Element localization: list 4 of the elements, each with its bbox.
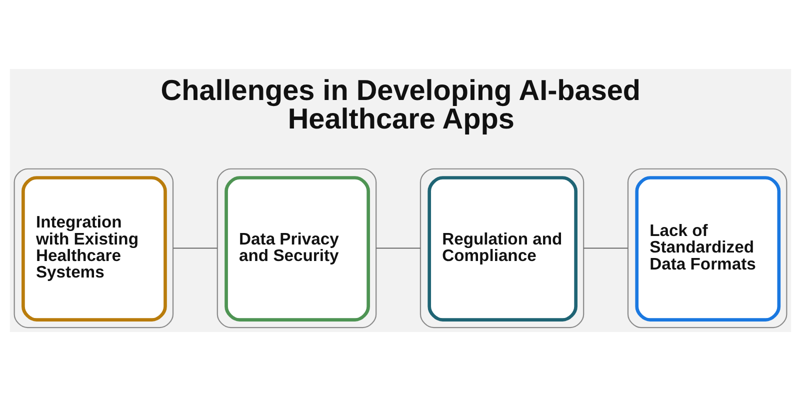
connector xyxy=(582,247,628,248)
connector xyxy=(375,247,420,248)
connector xyxy=(172,247,218,248)
diagram-title: Challenges in Developing AI-based Healthcare Apps xyxy=(160,74,640,136)
